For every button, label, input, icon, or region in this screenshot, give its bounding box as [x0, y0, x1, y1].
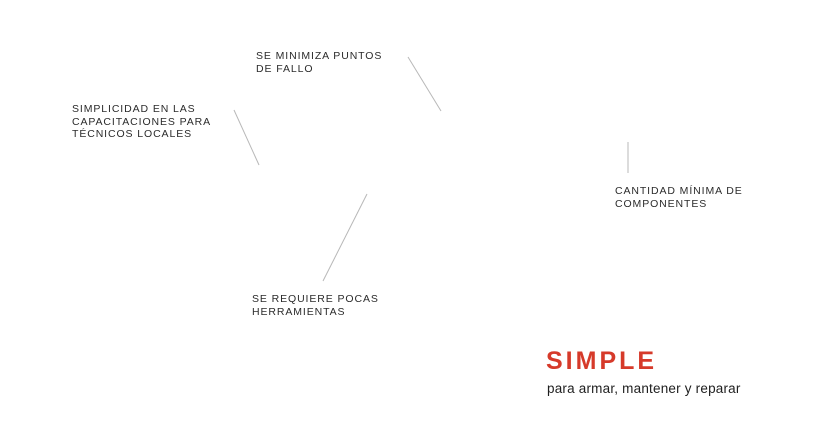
connector-line-herramientas	[322, 193, 368, 282]
label-line: SE REQUIERE POCAS	[252, 293, 379, 305]
label-line: COMPONENTES	[615, 197, 708, 210]
label-line: CANTIDAD MÍNIMA DE	[615, 185, 743, 197]
label-line: HERRAMIENTAS	[252, 305, 346, 318]
connector-line-capacitaciones	[233, 109, 260, 166]
label-line: TÉCNICOS LOCALES	[72, 128, 193, 140]
label-line: CAPACITACIONES PARA	[72, 115, 212, 128]
heading-title: SIMPLE	[546, 347, 658, 375]
label-line: SIMPLICIDAD EN LAS	[72, 103, 196, 115]
label-line: SE MINIMIZA PUNTOS	[256, 50, 383, 62]
connector-line-puntos-fallo	[407, 56, 442, 112]
heading-subtitle: para armar, mantener y reparar	[547, 381, 741, 396]
label-line: DE FALLO	[256, 62, 314, 75]
label-capacitaciones: SIMPLICIDAD EN LAS CAPACITACIONES PARA T…	[72, 103, 211, 141]
label-herramientas: SE REQUIERE POCAS HERRAMIENTAS	[252, 293, 379, 318]
label-puntos-fallo: SE MINIMIZA PUNTOS DE FALLO	[256, 50, 382, 75]
label-componentes: CANTIDAD MÍNIMA DE COMPONENTES	[615, 185, 743, 210]
